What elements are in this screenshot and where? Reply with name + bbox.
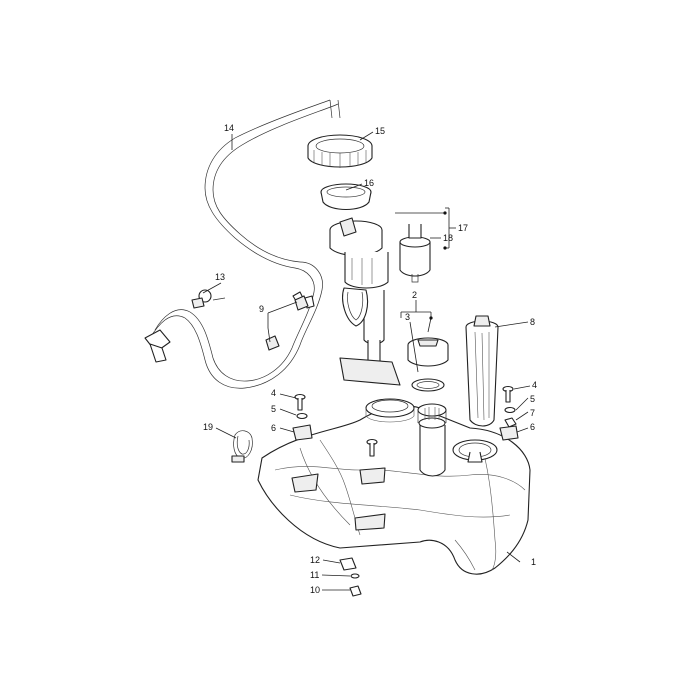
washer-right bbox=[504, 406, 516, 414]
lower-washer bbox=[350, 573, 360, 579]
fuel-filter bbox=[399, 224, 431, 283]
callout-10: 10 bbox=[310, 585, 320, 595]
fuel-pump-assembly bbox=[329, 217, 401, 386]
callout-13: 13 bbox=[215, 272, 225, 282]
callout-12: 12 bbox=[310, 555, 320, 565]
lower-clamp bbox=[339, 557, 357, 571]
callout-17: 17 bbox=[458, 223, 468, 233]
strap-clamp bbox=[231, 430, 253, 463]
callout-6-left: 6 bbox=[271, 423, 276, 433]
filler-neck bbox=[417, 403, 447, 477]
washer-left bbox=[296, 412, 308, 420]
hose-clip-lower bbox=[265, 335, 280, 351]
bracket-right bbox=[499, 425, 519, 441]
callout-5-left: 5 bbox=[271, 404, 276, 414]
callout-6-right: 6 bbox=[530, 422, 535, 432]
callout-1: 1 bbox=[531, 557, 536, 567]
fuel-cap bbox=[407, 337, 449, 367]
callout-14: 14 bbox=[224, 123, 234, 133]
callout-labels: 1 2 3 8 4 5 7 6 4 5 6 9 13 14 15 16 17 1… bbox=[203, 123, 537, 595]
callout-16: 16 bbox=[364, 178, 374, 188]
pump-mount-ring bbox=[365, 398, 415, 423]
callout-4-left: 4 bbox=[271, 388, 276, 398]
callout-18: 18 bbox=[443, 233, 453, 243]
callout-11: 11 bbox=[310, 570, 319, 580]
level-sensor bbox=[465, 315, 499, 427]
leader-lines bbox=[202, 131, 531, 591]
callout-3: 3 bbox=[405, 312, 410, 322]
callout-4-right: 4 bbox=[532, 380, 537, 390]
callout-7: 7 bbox=[530, 408, 535, 418]
leader-dot-17b bbox=[443, 246, 447, 250]
callout-19: 19 bbox=[203, 422, 213, 432]
tank-screw bbox=[366, 438, 378, 457]
tank-brackets bbox=[291, 467, 386, 531]
pump-seal bbox=[320, 183, 372, 211]
callout-15: 15 bbox=[375, 126, 385, 136]
nut-right bbox=[504, 417, 517, 428]
callout-9: 9 bbox=[259, 304, 264, 314]
callout-5-right: 5 bbox=[530, 394, 535, 404]
leader-dot-17a bbox=[443, 211, 447, 215]
bracket-left bbox=[292, 424, 313, 441]
fuel-tank bbox=[257, 405, 531, 575]
callout-2: 2 bbox=[412, 290, 417, 300]
callout-8: 8 bbox=[530, 317, 535, 327]
lock-ring bbox=[307, 134, 373, 168]
bolt-right bbox=[502, 385, 514, 403]
hose-clip-upper bbox=[294, 295, 309, 311]
lower-nut bbox=[349, 585, 362, 597]
cap-gasket bbox=[411, 378, 445, 392]
hose-clamp bbox=[191, 289, 212, 309]
bolt-left bbox=[294, 393, 306, 411]
leader-dot-2 bbox=[429, 316, 433, 320]
